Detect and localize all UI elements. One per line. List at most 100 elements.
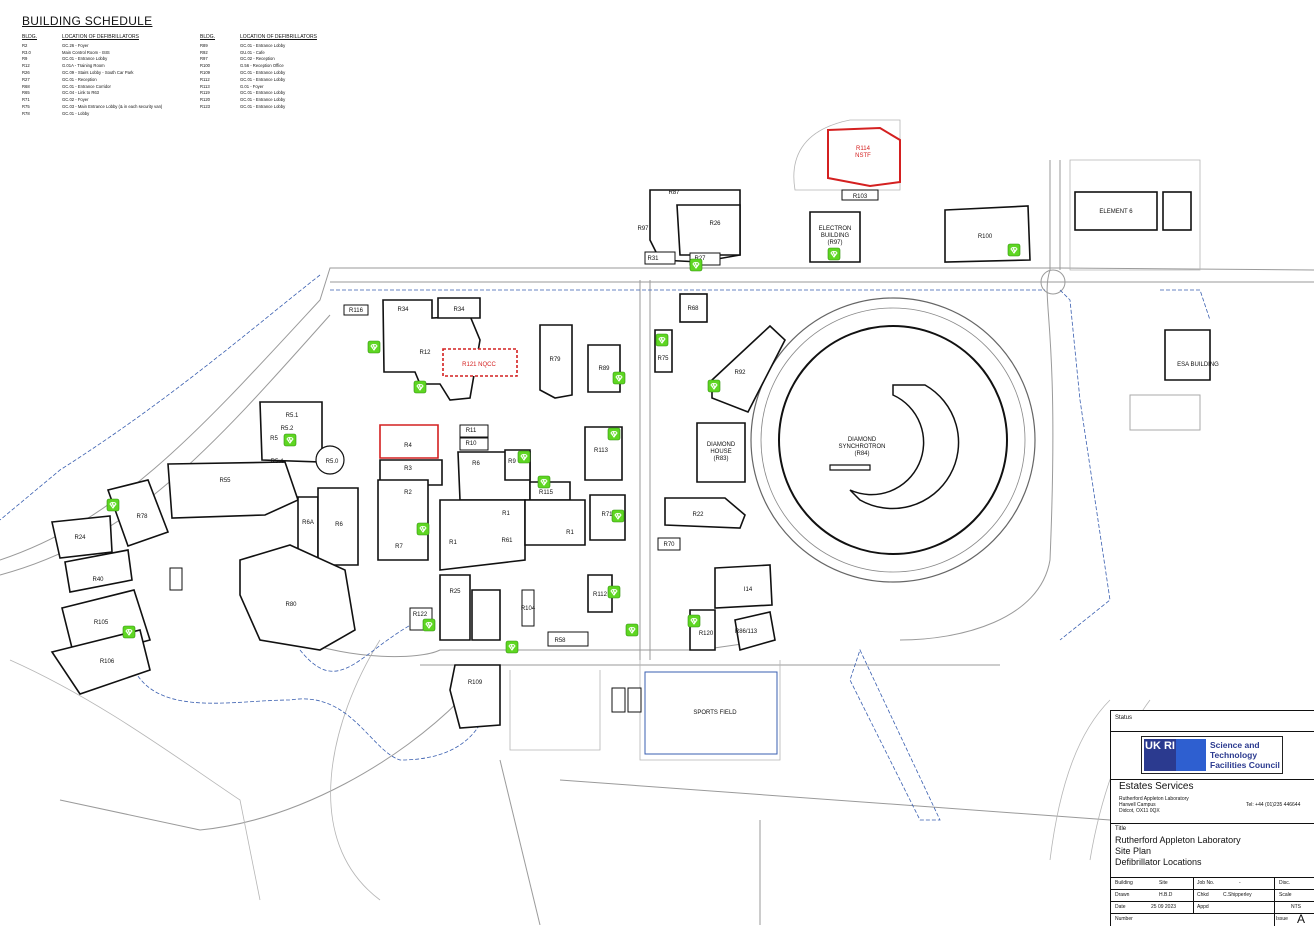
label-r84: (R84): [854, 451, 869, 457]
schedule-location: GU.01 - Cafe: [240, 49, 265, 55]
bldg-header: BLDG.: [22, 34, 38, 40]
schedule-bldg: R27: [22, 76, 30, 82]
address-line2: Harwell Campus: [1119, 802, 1156, 808]
schedule-bldg: R78: [22, 110, 30, 116]
label-r1b: R1: [502, 511, 510, 517]
schedule-location: GC.26 - Foyer: [62, 42, 89, 48]
schedule-location: GC.01 - Entrance Lobby: [240, 69, 286, 75]
label-r121: R121 NQCC: [462, 362, 496, 368]
schedule-location: GC.01 - Lobby: [62, 110, 90, 116]
schedule-bldg: R100: [200, 63, 211, 69]
schedule-bldg: R113: [200, 83, 210, 89]
schedule-bldg: R97: [200, 56, 208, 62]
label-r12: R12: [419, 350, 431, 356]
title-line1: Rutherford Appleton Laboratory: [1115, 835, 1241, 845]
schedule-location: GC.04 - Link to R63: [62, 90, 100, 96]
title-line3: Defibrillator Locations: [1115, 857, 1202, 867]
title-label: Title: [1115, 826, 1127, 832]
schedule-bldg: R26: [22, 69, 30, 75]
dept-name: Estates Services: [1119, 781, 1194, 792]
label-r61: R61: [501, 538, 513, 544]
label-r78: R78: [136, 514, 148, 520]
schedule-row: R113 G.01 - Foyer: [200, 84, 390, 91]
label-diamond-house: DIAMOND: [707, 442, 736, 448]
schedule-left-column: BLDG. LOCATION OF DEFIBRILLATORS R2 GC.26 …: [22, 34, 212, 118]
schedule-location: G.56 - Reception Office: [240, 63, 284, 69]
label-r26: R26: [709, 221, 721, 227]
drawn-value: H.B.D: [1159, 892, 1173, 898]
schedule-bldg: R123: [200, 103, 211, 109]
chkd-value: C.Shipperley: [1223, 892, 1252, 898]
scale-label: Scale: [1279, 892, 1292, 898]
label-r51: R5.1: [286, 413, 299, 419]
label-r104: R104: [521, 606, 536, 612]
schedule-row: R100 G.56 - Reception Office: [200, 63, 390, 70]
schedule-location: G.01 - Foyer: [240, 83, 264, 89]
label-r112: R112: [593, 592, 608, 598]
label-r106: R106: [100, 659, 115, 665]
label-r103: R103: [853, 194, 868, 200]
label-r34b: R34: [453, 307, 465, 313]
label-r75: R75: [657, 356, 669, 362]
schedule-location: GC.02 - Foyer: [62, 97, 89, 103]
title-line2: Site Plan: [1115, 846, 1152, 856]
schedule-bldg: R71: [22, 97, 30, 103]
label-r55: R55: [219, 478, 231, 484]
label-r31: R31: [647, 256, 659, 262]
label-r6: R6: [472, 461, 480, 467]
label-r50: R5.0: [326, 459, 339, 465]
label-r4: R4: [404, 443, 412, 449]
schedule-bldg: R3.0: [22, 49, 31, 55]
date-label: Date: [1115, 904, 1126, 910]
diamond-synchrotron: [750, 297, 1036, 583]
address-line1: Rutherford Appleton Laboratory: [1119, 796, 1189, 802]
label-r80: R80: [285, 602, 297, 608]
jobno-label: Job No.: [1197, 880, 1215, 886]
location-header: LOCATION OF DEFIBRILLATORS: [62, 34, 139, 40]
logo-line2: Technology: [1210, 750, 1258, 760]
schedule-bldg: R2: [22, 42, 28, 48]
label-r105: R105: [94, 620, 109, 626]
label-r22: R22: [692, 512, 704, 518]
schedule-row: R3.0 Main Control Room - ISIS: [22, 50, 212, 57]
logo-line1: Science and: [1210, 740, 1260, 750]
label-r5: R5: [270, 436, 278, 442]
schedule-bldg: R68: [22, 83, 30, 89]
schedule-bldg: R120: [200, 97, 211, 103]
schedule-row: R78 GC.01 - Lobby: [22, 111, 212, 118]
disc-label: Disc.: [1279, 880, 1291, 886]
label-r68: R68: [687, 306, 699, 312]
schedule-bldg: R119: [200, 90, 210, 96]
schedule-location: GC.03 - Main Entrance Lobby (& in each s…: [62, 103, 163, 109]
label-r122: R122: [413, 612, 428, 618]
label-element6: ELEMENT 6: [1099, 209, 1133, 215]
label-r34a: R34: [397, 307, 409, 313]
label-nstf: NSTF: [855, 153, 871, 159]
label-r40: R40: [92, 577, 104, 583]
label-esa: ESA BUILDING: [1177, 362, 1219, 368]
schedule-title: BUILDING SCHEDULE: [22, 14, 153, 28]
bldg-header: BLDG.: [200, 34, 216, 40]
schedule-bldg: R65: [22, 90, 30, 96]
label-synch1: DIAMOND: [848, 437, 877, 443]
building-value: Site: [1159, 880, 1168, 886]
schedule-location: GC.01 - Entrance Lobby: [240, 42, 286, 48]
issue-value: A: [1297, 912, 1306, 926]
label-r71: R71: [601, 512, 613, 518]
label-r120: R120: [699, 631, 714, 637]
label-r83: (R83): [713, 456, 728, 462]
label-r116: R116: [349, 308, 364, 314]
label-house: HOUSE: [710, 449, 731, 455]
ukri-mark: UK RI: [1144, 739, 1176, 771]
location-header: LOCATION OF DEFIBRILLATORS: [240, 34, 317, 40]
label-r109: R109: [468, 680, 483, 686]
schedule-location: GC.01 - Entrance Lobby: [240, 90, 286, 96]
schedule-location: Main Control Room - ISIS: [62, 49, 110, 55]
